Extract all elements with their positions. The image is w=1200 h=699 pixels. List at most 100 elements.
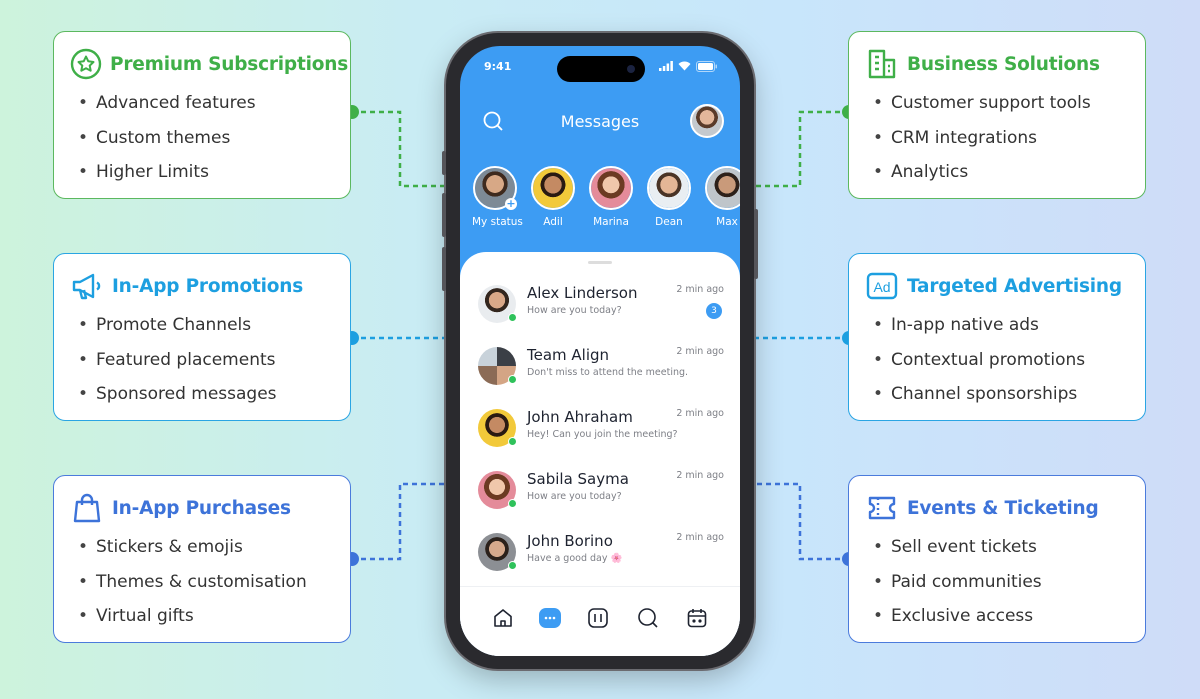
ad-icon: Ad: [865, 269, 899, 303]
in-app-promotions-card: In-App Promotions Promote Channels Featu…: [53, 253, 351, 421]
wifi-icon: [678, 61, 691, 71]
ticket-icon: [865, 491, 899, 525]
calls-icon[interactable]: [585, 605, 611, 631]
chat-row[interactable]: Sabila Sayma How are you today? 2 min ag…: [478, 468, 724, 518]
status-bar: 9:41: [484, 56, 718, 76]
list-item: Higher Limits: [70, 155, 334, 190]
chat-row[interactable]: Team Align Don't miss to attend the meet…: [478, 344, 724, 394]
avatar: [478, 409, 517, 447]
chat-name: John Ahraham: [527, 408, 633, 426]
premium-subscriptions-card: Premium Subscriptions Advanced features …: [53, 31, 351, 199]
chat-name: John Borino: [527, 532, 613, 550]
avatar: [478, 471, 517, 509]
chat-preview: Don't miss to attend the meeting.: [527, 367, 689, 378]
chat-row[interactable]: John Ahraham Hey! Can you join the meeti…: [478, 406, 724, 456]
list-item: Featured placements: [70, 343, 334, 378]
chat-name: Alex Linderson: [527, 284, 638, 302]
feature-list: In-app native ads Contextual promotions …: [865, 308, 1129, 412]
story-item[interactable]: Dean: [646, 166, 692, 228]
chat-list: Alex Linderson How are you today? 2 min …: [460, 252, 740, 656]
ad-icon-label: Ad: [873, 279, 890, 295]
story-label: Max: [716, 216, 738, 228]
story-list: + My status Adil Marina Dean Max: [472, 166, 740, 228]
story-item[interactable]: Marina: [588, 166, 634, 228]
list-item: Stickers & emojis: [70, 530, 334, 565]
card-title: Targeted Advertising: [907, 275, 1122, 297]
feature-list: Advanced features Custom themes Higher L…: [70, 86, 334, 190]
list-item: Virtual gifts: [70, 599, 334, 634]
calendar-icon[interactable]: [684, 605, 710, 631]
story-item[interactable]: + My status: [472, 166, 523, 228]
feature-list: Sell event tickets Paid communities Excl…: [865, 530, 1129, 634]
story-label: Marina: [593, 216, 629, 228]
shopping-bag-icon: [70, 491, 104, 525]
targeted-advertising-card: Ad Targeted Advertising In-app native ad…: [848, 253, 1146, 421]
add-status-icon[interactable]: +: [505, 197, 517, 210]
list-item: Contextual promotions: [865, 343, 1129, 378]
list-item: Sell event tickets: [865, 530, 1129, 565]
card-title: In-App Purchases: [112, 497, 291, 519]
chat-row[interactable]: Alex Linderson How are you today? 2 min …: [478, 282, 724, 332]
unread-badge: 3: [706, 303, 722, 319]
card-title: Business Solutions: [907, 53, 1100, 75]
events-ticketing-card: Events & Ticketing Sell event tickets Pa…: [848, 475, 1146, 643]
status-time: 9:41: [484, 59, 512, 73]
list-item: Paid communities: [865, 565, 1129, 600]
chat-time: 2 min ago: [676, 470, 724, 481]
search-icon[interactable]: [635, 605, 661, 631]
dynamic-island: [557, 56, 645, 82]
list-item: Analytics: [865, 155, 1129, 190]
battery-icon: [696, 60, 717, 72]
list-item: Channel sponsorships: [865, 377, 1129, 412]
feature-list: Promote Channels Featured placements Spo…: [70, 308, 334, 412]
list-item: In-app native ads: [865, 308, 1129, 343]
story-label: My status: [472, 216, 523, 228]
page-title: Messages: [560, 112, 640, 131]
list-item: Themes & customisation: [70, 565, 334, 600]
chat-icon[interactable]: [539, 608, 562, 628]
chat-time: 2 min ago: [676, 532, 724, 543]
phone-mockup: 9:41 Messages + My status Adil: [442, 33, 758, 669]
star-badge-icon: [70, 47, 102, 81]
feature-list: Customer support tools CRM integrations …: [865, 86, 1129, 190]
chat-time: 2 min ago: [676, 408, 724, 419]
phone-screen: 9:41 Messages + My status Adil: [460, 46, 740, 656]
search-icon[interactable]: [482, 110, 504, 136]
avatar: [478, 285, 517, 323]
feature-list: Stickers & emojis Themes & customisation…: [70, 530, 334, 634]
home-icon[interactable]: [490, 605, 516, 631]
story-label: Dean: [655, 216, 683, 228]
list-item: Customer support tools: [865, 86, 1129, 121]
chat-preview: How are you today?: [527, 491, 622, 502]
chat-name: Sabila Sayma: [527, 470, 629, 488]
chat-name: Team Align: [527, 346, 610, 364]
card-title: In-App Promotions: [112, 275, 304, 297]
profile-avatar[interactable]: [690, 104, 724, 138]
in-app-purchases-card: In-App Purchases Stickers & emojis Theme…: [53, 475, 351, 643]
list-item: CRM integrations: [865, 121, 1129, 156]
story-item[interactable]: Max: [704, 166, 740, 228]
list-item: Custom themes: [70, 121, 334, 156]
story-label: Adil: [543, 216, 563, 228]
list-item: Promote Channels: [70, 308, 334, 343]
sheet-handle[interactable]: [588, 261, 612, 264]
list-item: Exclusive access: [865, 599, 1129, 634]
card-title: Premium Subscriptions: [110, 53, 349, 75]
card-title: Events & Ticketing: [907, 497, 1099, 519]
megaphone-icon: [70, 269, 104, 303]
chat-time: 2 min ago: [676, 284, 724, 295]
chat-preview: How are you today?: [527, 305, 622, 316]
bottom-tab-bar: [460, 586, 740, 656]
business-solutions-card: Business Solutions Customer support tool…: [848, 31, 1146, 199]
list-item: Advanced features: [70, 86, 334, 121]
building-icon: [865, 47, 899, 81]
chat-preview: Hey! Can you join the meeting?: [527, 429, 678, 440]
group-avatar: [478, 347, 517, 385]
chat-row[interactable]: John Borino Have a good day 🌸 2 min ago: [478, 530, 724, 580]
signal-icon: [659, 61, 673, 71]
avatar: [478, 533, 517, 571]
list-item: Sponsored messages: [70, 377, 334, 412]
chat-preview: Have a good day 🌸: [527, 553, 623, 564]
story-item[interactable]: Adil: [530, 166, 576, 228]
chat-time: 2 min ago: [676, 346, 724, 357]
